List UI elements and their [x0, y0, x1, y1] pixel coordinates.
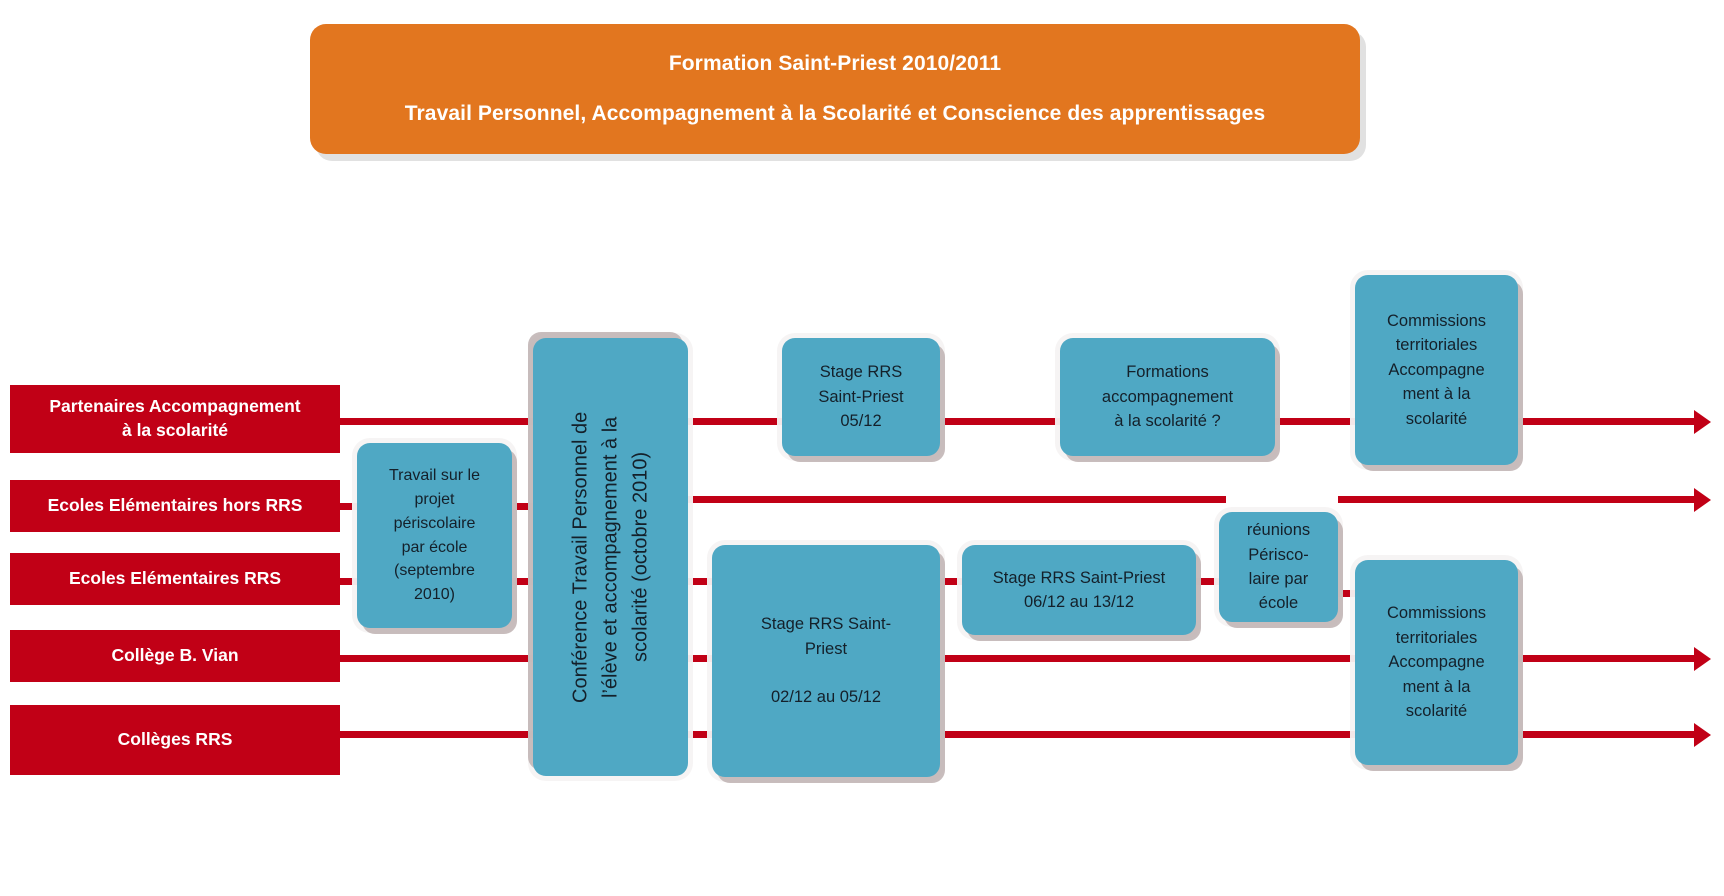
source-label-colleges-rrs: Collèges RRS	[117, 729, 233, 750]
source-label-college-b-vian: Collège B. Vian	[111, 645, 239, 666]
step-label-stage-rrs-0512: Stage RRS Saint-Priest 05/12	[818, 363, 904, 431]
connector-college-vian-to-conference	[340, 655, 540, 662]
source-label-partenaires: Partenaires Accompagnement à la scolarit…	[49, 396, 301, 440]
connector-travail-to-conference-b	[512, 578, 542, 585]
connector-conference-to-stage0212-b	[686, 731, 726, 738]
connector-commissions-bas-exit-lower	[1518, 731, 1696, 738]
source-label-ecoles-elem-rrs: Ecoles Elémentaires RRS	[68, 568, 282, 589]
step-box-commissions-territoriales-bas[interactable]: Commissions territoriales Accompagne men…	[1355, 560, 1518, 765]
step-label-commissions-territoriales-bas: Commissions territoriales Accompagne men…	[1386, 604, 1487, 721]
step-box-stage-rrs-0512[interactable]: Stage RRS Saint-Priest 05/12	[782, 338, 940, 456]
connector-stage0612-to-reunions	[1196, 578, 1230, 585]
connector-commissions-bas-exit-upper	[1518, 655, 1696, 662]
arrow-head-row-1	[1694, 410, 1711, 434]
source-label-ecoles-elem-hors-rrs: Ecoles Elémentaires hors RRS	[47, 495, 303, 516]
connector-ecoles-hors-rrs-to-travail	[340, 503, 372, 510]
connector-conference-to-stage0512	[686, 418, 786, 425]
connector-conference-to-commissions-bas	[686, 655, 1366, 662]
source-box-college-b-vian[interactable]: Collège B. Vian	[10, 630, 340, 682]
step-box-reunions-periscolaire[interactable]: réunions Périsco- laire par école	[1219, 512, 1338, 622]
connector-reunions-to-exit	[1338, 496, 1696, 503]
title-line-1: Formation Saint-Priest 2010/2011	[668, 52, 1002, 75]
step-label-commissions-territoriales-haut: Commissions territoriales Accompagne men…	[1386, 311, 1487, 428]
connector-colleges-rrs-to-conference	[340, 731, 540, 738]
source-box-ecoles-elem-rrs[interactable]: Ecoles Elémentaires RRS	[10, 553, 340, 605]
arrow-head-row-2	[1694, 488, 1711, 512]
connector-conference-to-stage0212	[686, 578, 726, 585]
step-label-conference-travail-personnel: Conférence Travail Personnel de l’élève …	[569, 411, 652, 703]
connector-partenaires-to-conference	[340, 418, 540, 425]
step-label-formations-accompagnement: Formations accompagnement à la scolarité…	[1101, 363, 1234, 431]
step-box-stage-rrs-0212-0512[interactable]: Stage RRS Saint- Priest 02/12 au 05/12	[712, 545, 940, 777]
connector-stage0212-to-commissions-bas	[940, 731, 1366, 738]
connector-travail-to-conference	[512, 503, 542, 510]
arrow-head-row-5	[1694, 723, 1711, 747]
connector-conference-to-reunions	[686, 496, 1226, 503]
source-box-colleges-rrs[interactable]: Collèges RRS	[10, 705, 340, 775]
title-banner: Formation Saint-Priest 2010/2011 Travail…	[310, 24, 1360, 154]
connector-ecoles-rrs-to-travail	[340, 578, 372, 585]
step-box-stage-rrs-0612-1312[interactable]: Stage RRS Saint-Priest 06/12 au 13/12	[962, 545, 1196, 635]
connector-stage0212-to-stage0612	[940, 578, 972, 585]
connector-stage0512-to-formations	[940, 418, 1065, 425]
connector-formations-to-commissions-haut	[1275, 418, 1365, 425]
source-box-ecoles-elem-hors-rrs[interactable]: Ecoles Elémentaires hors RRS	[10, 480, 340, 532]
arrow-head-row-4	[1694, 647, 1711, 671]
step-box-formations-accompagnement[interactable]: Formations accompagnement à la scolarité…	[1060, 338, 1275, 456]
step-label-reunions-periscolaire: réunions Périsco- laire par école	[1246, 521, 1311, 613]
title-line-2: Travail Personnel, Accompagnement à la S…	[404, 102, 1266, 125]
step-label-stage-rrs-0212-0512: Stage RRS Saint- Priest 02/12 au 05/12	[760, 615, 892, 707]
step-box-conference-travail-personnel[interactable]: Conférence Travail Personnel de l’élève …	[533, 338, 688, 776]
step-label-stage-rrs-0612-1312: Stage RRS Saint-Priest 06/12 au 13/12	[992, 568, 1166, 611]
connector-commissions-haut-to-exit	[1518, 418, 1696, 425]
step-box-commissions-territoriales-haut[interactable]: Commissions territoriales Accompagne men…	[1355, 275, 1518, 465]
step-box-travail-projet-periscolaire[interactable]: Travail sur le projet périscolaire par é…	[357, 443, 512, 628]
step-label-travail-projet-periscolaire: Travail sur le projet périscolaire par é…	[389, 467, 480, 603]
source-box-partenaires[interactable]: Partenaires Accompagnement à la scolarit…	[10, 385, 340, 453]
connector-reunions-to-commissions-bas	[1338, 590, 1366, 597]
